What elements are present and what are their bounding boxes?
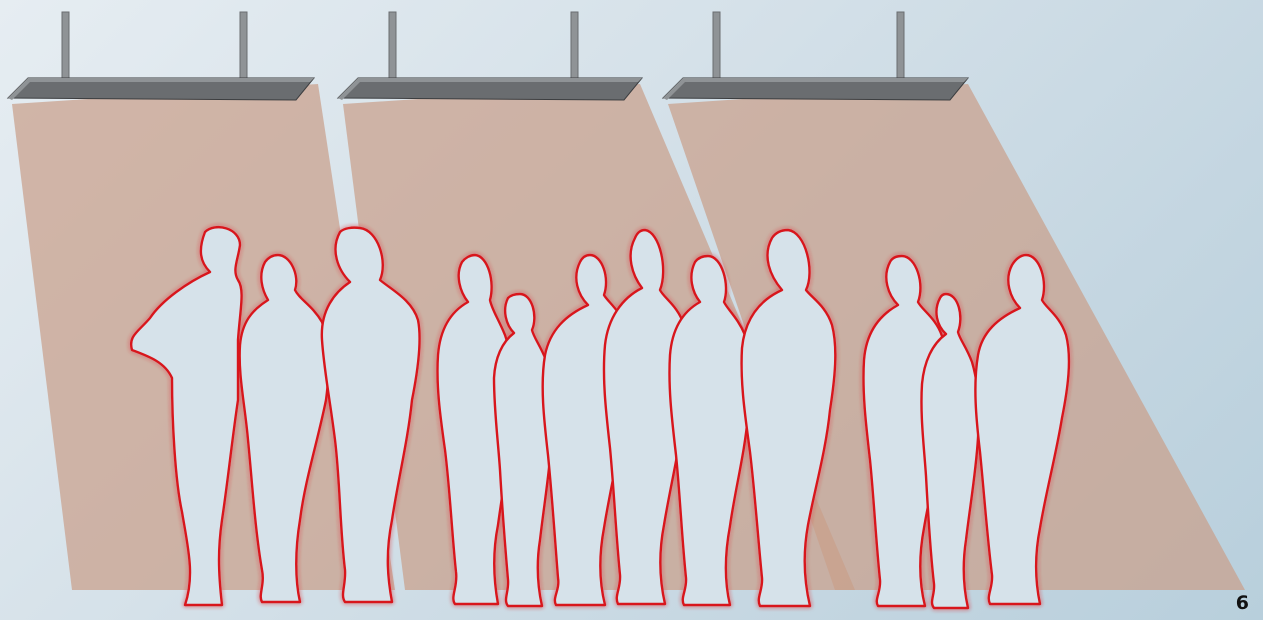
person-8-silhouette (668, 254, 752, 607)
person-5-silhouette (492, 292, 554, 608)
page-number: 6 (1235, 592, 1249, 614)
ceiling-heater-1 (6, 11, 316, 101)
person-4-silhouette (436, 253, 514, 606)
person-3-silhouette (320, 226, 421, 604)
person-9-silhouette (740, 228, 837, 608)
person-2-silhouette (238, 253, 330, 604)
person-7-silhouette (602, 228, 689, 606)
ceiling-heater-3 (661, 11, 970, 101)
person-11-silhouette (920, 292, 980, 610)
ceiling-heaters (6, 11, 970, 101)
person-1-silhouette (129, 226, 243, 607)
people-silhouettes (129, 226, 1071, 610)
person-12-silhouette (974, 253, 1071, 606)
ceiling-heater-2 (336, 11, 644, 101)
person-10-silhouette (862, 254, 948, 608)
